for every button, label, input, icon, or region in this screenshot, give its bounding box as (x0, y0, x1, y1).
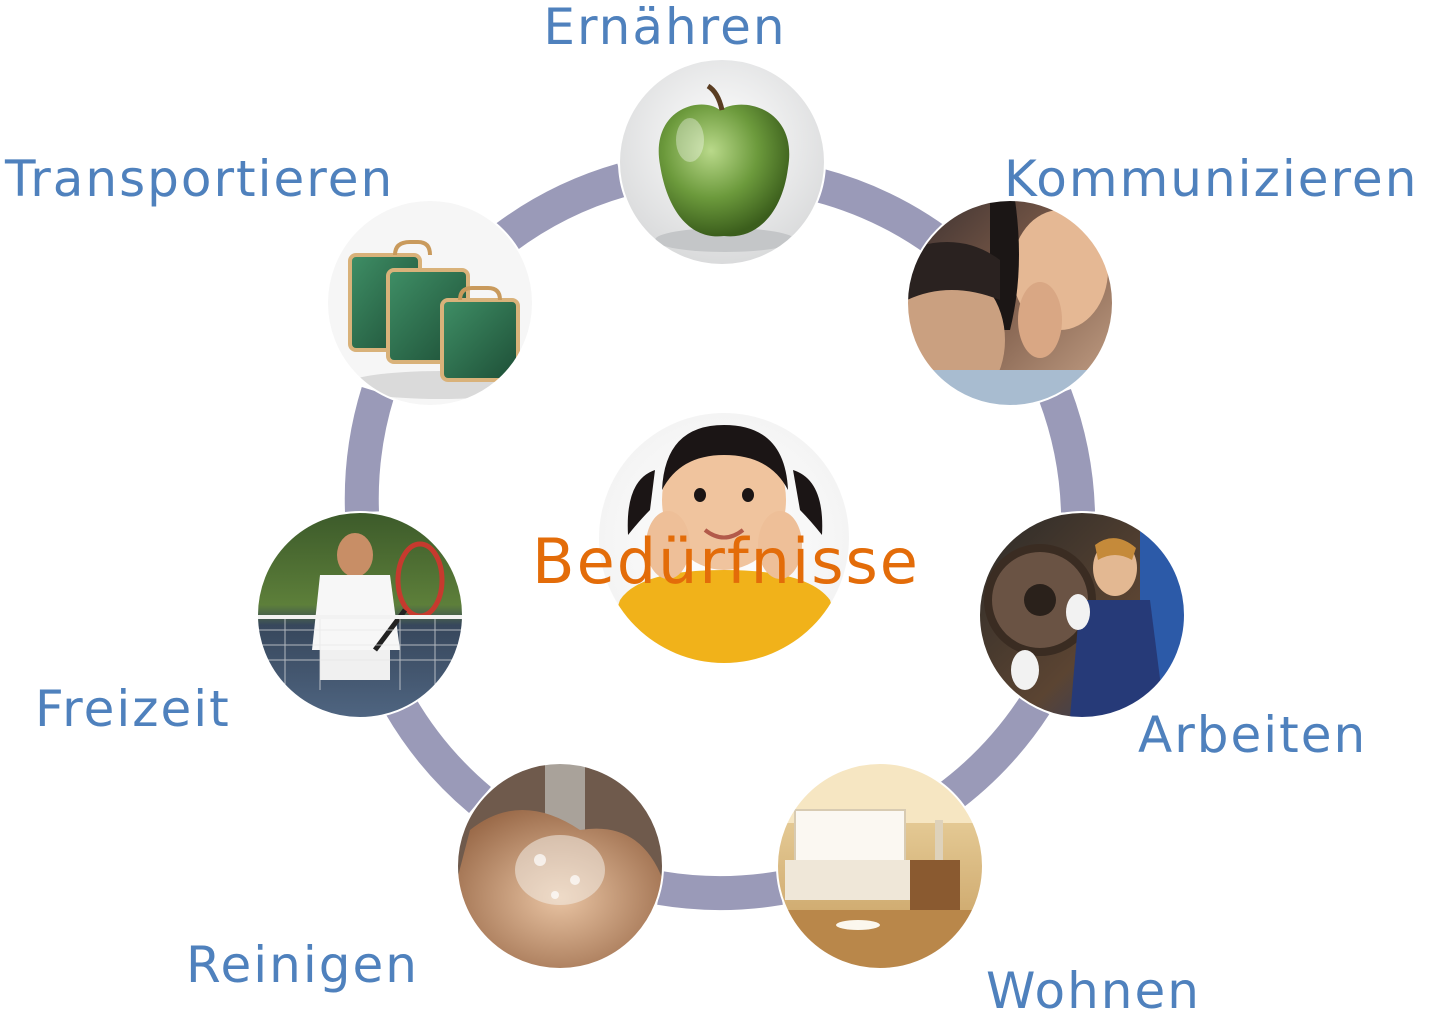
suitcases-icon (327, 200, 533, 406)
node-label-ernaehren: Ernähren (543, 0, 786, 56)
ring-arc (385, 696, 492, 814)
mechanic-icon (979, 512, 1185, 718)
node-label-reinigen: Reinigen (186, 936, 419, 994)
ring-arc (657, 871, 783, 911)
ring-arc (494, 163, 627, 252)
ring-arc (1039, 389, 1095, 513)
whispering-women-icon (907, 200, 1113, 406)
ring-arc (344, 386, 395, 513)
center-label: Bedürfnisse (532, 525, 920, 598)
node-label-arbeiten: Arbeiten (1138, 706, 1367, 764)
node-label-transportieren: Transportieren (4, 150, 394, 208)
green-apple-icon (619, 59, 825, 265)
ring-arc (934, 695, 1050, 814)
smiling-girl-icon (599, 413, 849, 663)
washing-hands-icon (457, 763, 663, 969)
node-label-kommunizieren: Kommunizieren (1004, 150, 1418, 208)
tennis-player-icon (257, 512, 463, 718)
node-label-wohnen: Wohnen (986, 962, 1201, 1017)
node-label-freizeit: Freizeit (35, 680, 231, 738)
bedroom-icon (777, 763, 983, 969)
